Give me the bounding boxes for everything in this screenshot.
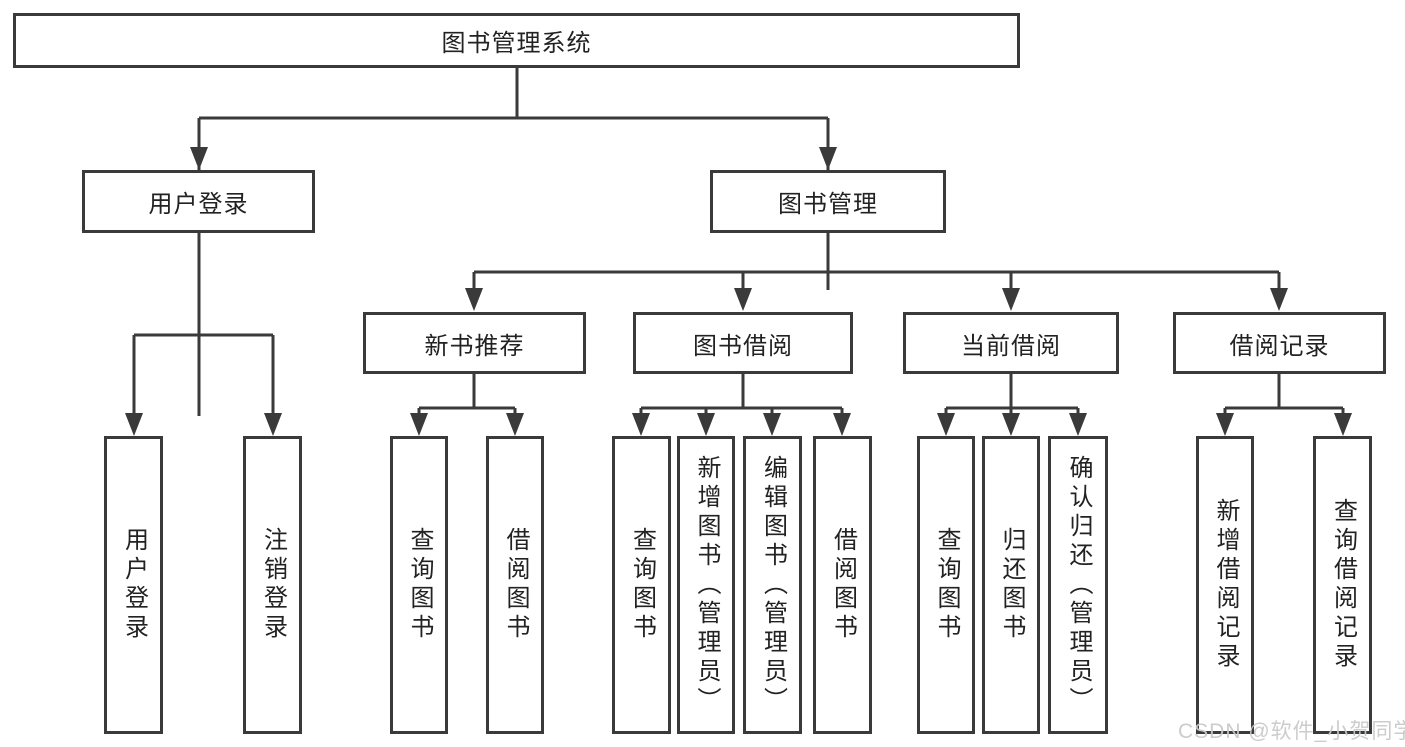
- leaf-label: 用户登录: [120, 527, 148, 643]
- arrowhead-icon: [1069, 413, 1087, 436]
- leaf-label: 借阅图书: [829, 527, 857, 643]
- arrowhead-icon: [1002, 288, 1020, 311]
- node-root: 图书管理系统: [13, 13, 1020, 68]
- node-borrow-records-label: 借阅记录: [1229, 332, 1330, 360]
- arrowhead-icon: [506, 413, 524, 436]
- leaf-label: 归还图书: [998, 527, 1025, 643]
- node-current-borrow: 当前借阅: [903, 312, 1119, 374]
- leaf-rec-query-books: 查询图书: [390, 436, 448, 734]
- leaf-cb-query-books: 查询图书: [917, 436, 975, 734]
- connector-current-borrow-to-leaves: [937, 374, 1087, 436]
- leaf-label: 确认归还（管理员）: [1065, 454, 1092, 716]
- leaf-label: 新增借阅记录: [1212, 498, 1239, 672]
- connector-borrow-records-to-leaves: [1216, 374, 1352, 436]
- arrowhead-icon: [1270, 288, 1288, 311]
- arrowhead-icon: [819, 147, 837, 170]
- node-root-label: 图书管理系统: [441, 30, 592, 57]
- connector-line: [197, 118, 830, 148]
- leaf-br-add-record: 新增借阅记录: [1196, 436, 1254, 734]
- connector-line: [639, 374, 844, 414]
- node-new-book-rec-label: 新书推荐: [424, 332, 525, 360]
- leaf-bb-borrow-books: 借阅图书: [813, 436, 872, 734]
- leaf-user-login: 用户登录: [104, 436, 163, 734]
- arrowhead-icon: [833, 413, 851, 436]
- leaf-bb-edit-books-admin: 编辑图书（管理员）: [743, 436, 802, 734]
- node-user-login-label: 用户登录: [148, 191, 249, 218]
- connector-user-login-to-leaves: [125, 233, 282, 436]
- node-book-mgmt-label: 图书管理: [778, 191, 878, 218]
- arrowhead-icon: [937, 413, 955, 436]
- connector-root-arrows: [190, 118, 837, 170]
- leaf-bb-add-books-admin: 新增图书（管理员）: [677, 436, 735, 734]
- node-book-borrow-label: 图书借阅: [693, 332, 793, 360]
- arrowhead-icon: [697, 413, 715, 436]
- connector-line: [132, 233, 275, 414]
- node-new-book-rec: 新书推荐: [363, 312, 586, 374]
- node-book-borrow: 图书借阅: [633, 312, 853, 374]
- leaf-br-query-record: 查询借阅记录: [1313, 436, 1372, 734]
- connector-line: [197, 68, 830, 416]
- leaf-label: 借阅图书: [502, 527, 529, 643]
- connector-line: [944, 374, 1080, 414]
- connector-line: [1223, 374, 1345, 414]
- arrowhead-icon: [1334, 413, 1352, 436]
- node-book-mgmt: 图书管理: [710, 170, 946, 233]
- leaf-label: 编辑图书（管理员）: [759, 454, 787, 716]
- arrowhead-icon: [465, 288, 483, 311]
- node-current-borrow-label: 当前借阅: [961, 332, 1061, 360]
- connector-root-to-level1: [197, 68, 830, 416]
- arrowhead-icon: [632, 413, 650, 436]
- arrowhead-icon: [1002, 413, 1020, 436]
- leaf-rec-borrow-books: 借阅图书: [486, 436, 544, 734]
- leaf-label: 新增图书（管理员）: [693, 454, 720, 716]
- connector-new-book-rec-to-leaves: [410, 374, 524, 436]
- csdn-watermark: CSDN @软件_小贺同学: [1178, 720, 1405, 743]
- arrowhead-icon: [190, 147, 208, 170]
- connector-line: [472, 233, 1281, 289]
- arrowhead-icon: [264, 413, 282, 436]
- leaf-label: 注销登录: [259, 527, 287, 643]
- arrowhead-icon: [763, 413, 781, 436]
- leaf-label: 查询图书: [933, 527, 960, 643]
- connector-book-mgmt-to-level2: [465, 233, 1288, 311]
- connector-line: [417, 374, 517, 414]
- leaf-label: 查询图书: [406, 527, 433, 643]
- connector-book-borrow-to-leaves: [632, 374, 851, 436]
- leaf-label: 查询图书: [628, 527, 656, 643]
- leaf-cb-confirm-return-admin: 确认归还（管理员）: [1048, 436, 1108, 734]
- node-borrow-records: 借阅记录: [1173, 312, 1386, 374]
- node-user-login: 用户登录: [82, 170, 315, 233]
- leaf-label: 查询借阅记录: [1329, 498, 1357, 672]
- arrowhead-icon: [410, 413, 428, 436]
- arrowhead-icon: [1216, 413, 1234, 436]
- leaf-cb-return-books: 归还图书: [982, 436, 1040, 734]
- arrowhead-icon: [125, 413, 143, 436]
- leaf-bb-query-books: 查询图书: [612, 436, 671, 734]
- arrowhead-icon: [734, 288, 752, 311]
- leaf-logout: 注销登录: [243, 436, 302, 734]
